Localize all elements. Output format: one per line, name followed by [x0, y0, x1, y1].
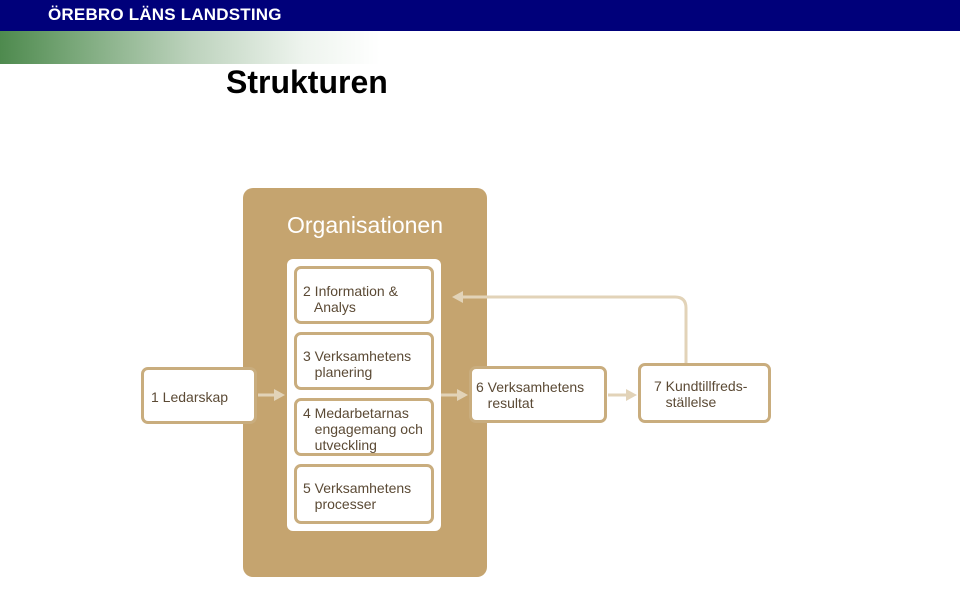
page-title: Strukturen — [226, 64, 388, 100]
node-employees: 4 Medarbetarnas engagemang och utvecklin… — [294, 398, 434, 456]
arrowhead-results — [457, 389, 468, 401]
arrowhead-feedback — [452, 291, 463, 303]
arrowhead-satisfaction — [626, 389, 637, 401]
arrowhead-organization — [274, 389, 285, 401]
organization-name: ÖREBRO LÄNS LANDSTING — [48, 5, 282, 24]
node-processes-label: 5 Verksamhetens processer — [303, 480, 412, 512]
node-leadership: 1 Ledarskap — [141, 367, 257, 424]
node-processes: 5 Verksamhetens processer — [294, 464, 434, 524]
node-planning: 3 Verksamhetens planering — [294, 332, 434, 390]
header-bar: ÖREBRO LÄNS LANDSTING — [0, 0, 960, 31]
node-results: 6 Verksamhetens resultat — [469, 366, 607, 423]
node-planning-label: 3 Verksamhetens planering — [303, 348, 412, 380]
node-satisfaction-label: 7 Kundtillfreds- ställelse — [654, 378, 748, 410]
accent-gradient-band — [0, 31, 380, 64]
node-leadership-label: 1 Ledarskap — [151, 389, 229, 405]
node-information: 2 Information & Analys — [294, 266, 434, 324]
arrow-feedback-loop — [460, 295, 688, 363]
node-employees-label: 4 Medarbetarnas engagemang och utvecklin… — [303, 405, 423, 453]
node-information-label: 2 Information & Analys — [303, 283, 398, 315]
organization-label: Organisationen — [287, 212, 443, 238]
node-satisfaction: 7 Kundtillfreds- ställelse — [638, 363, 771, 423]
node-results-label: 6 Verksamhetens resultat — [476, 379, 585, 411]
